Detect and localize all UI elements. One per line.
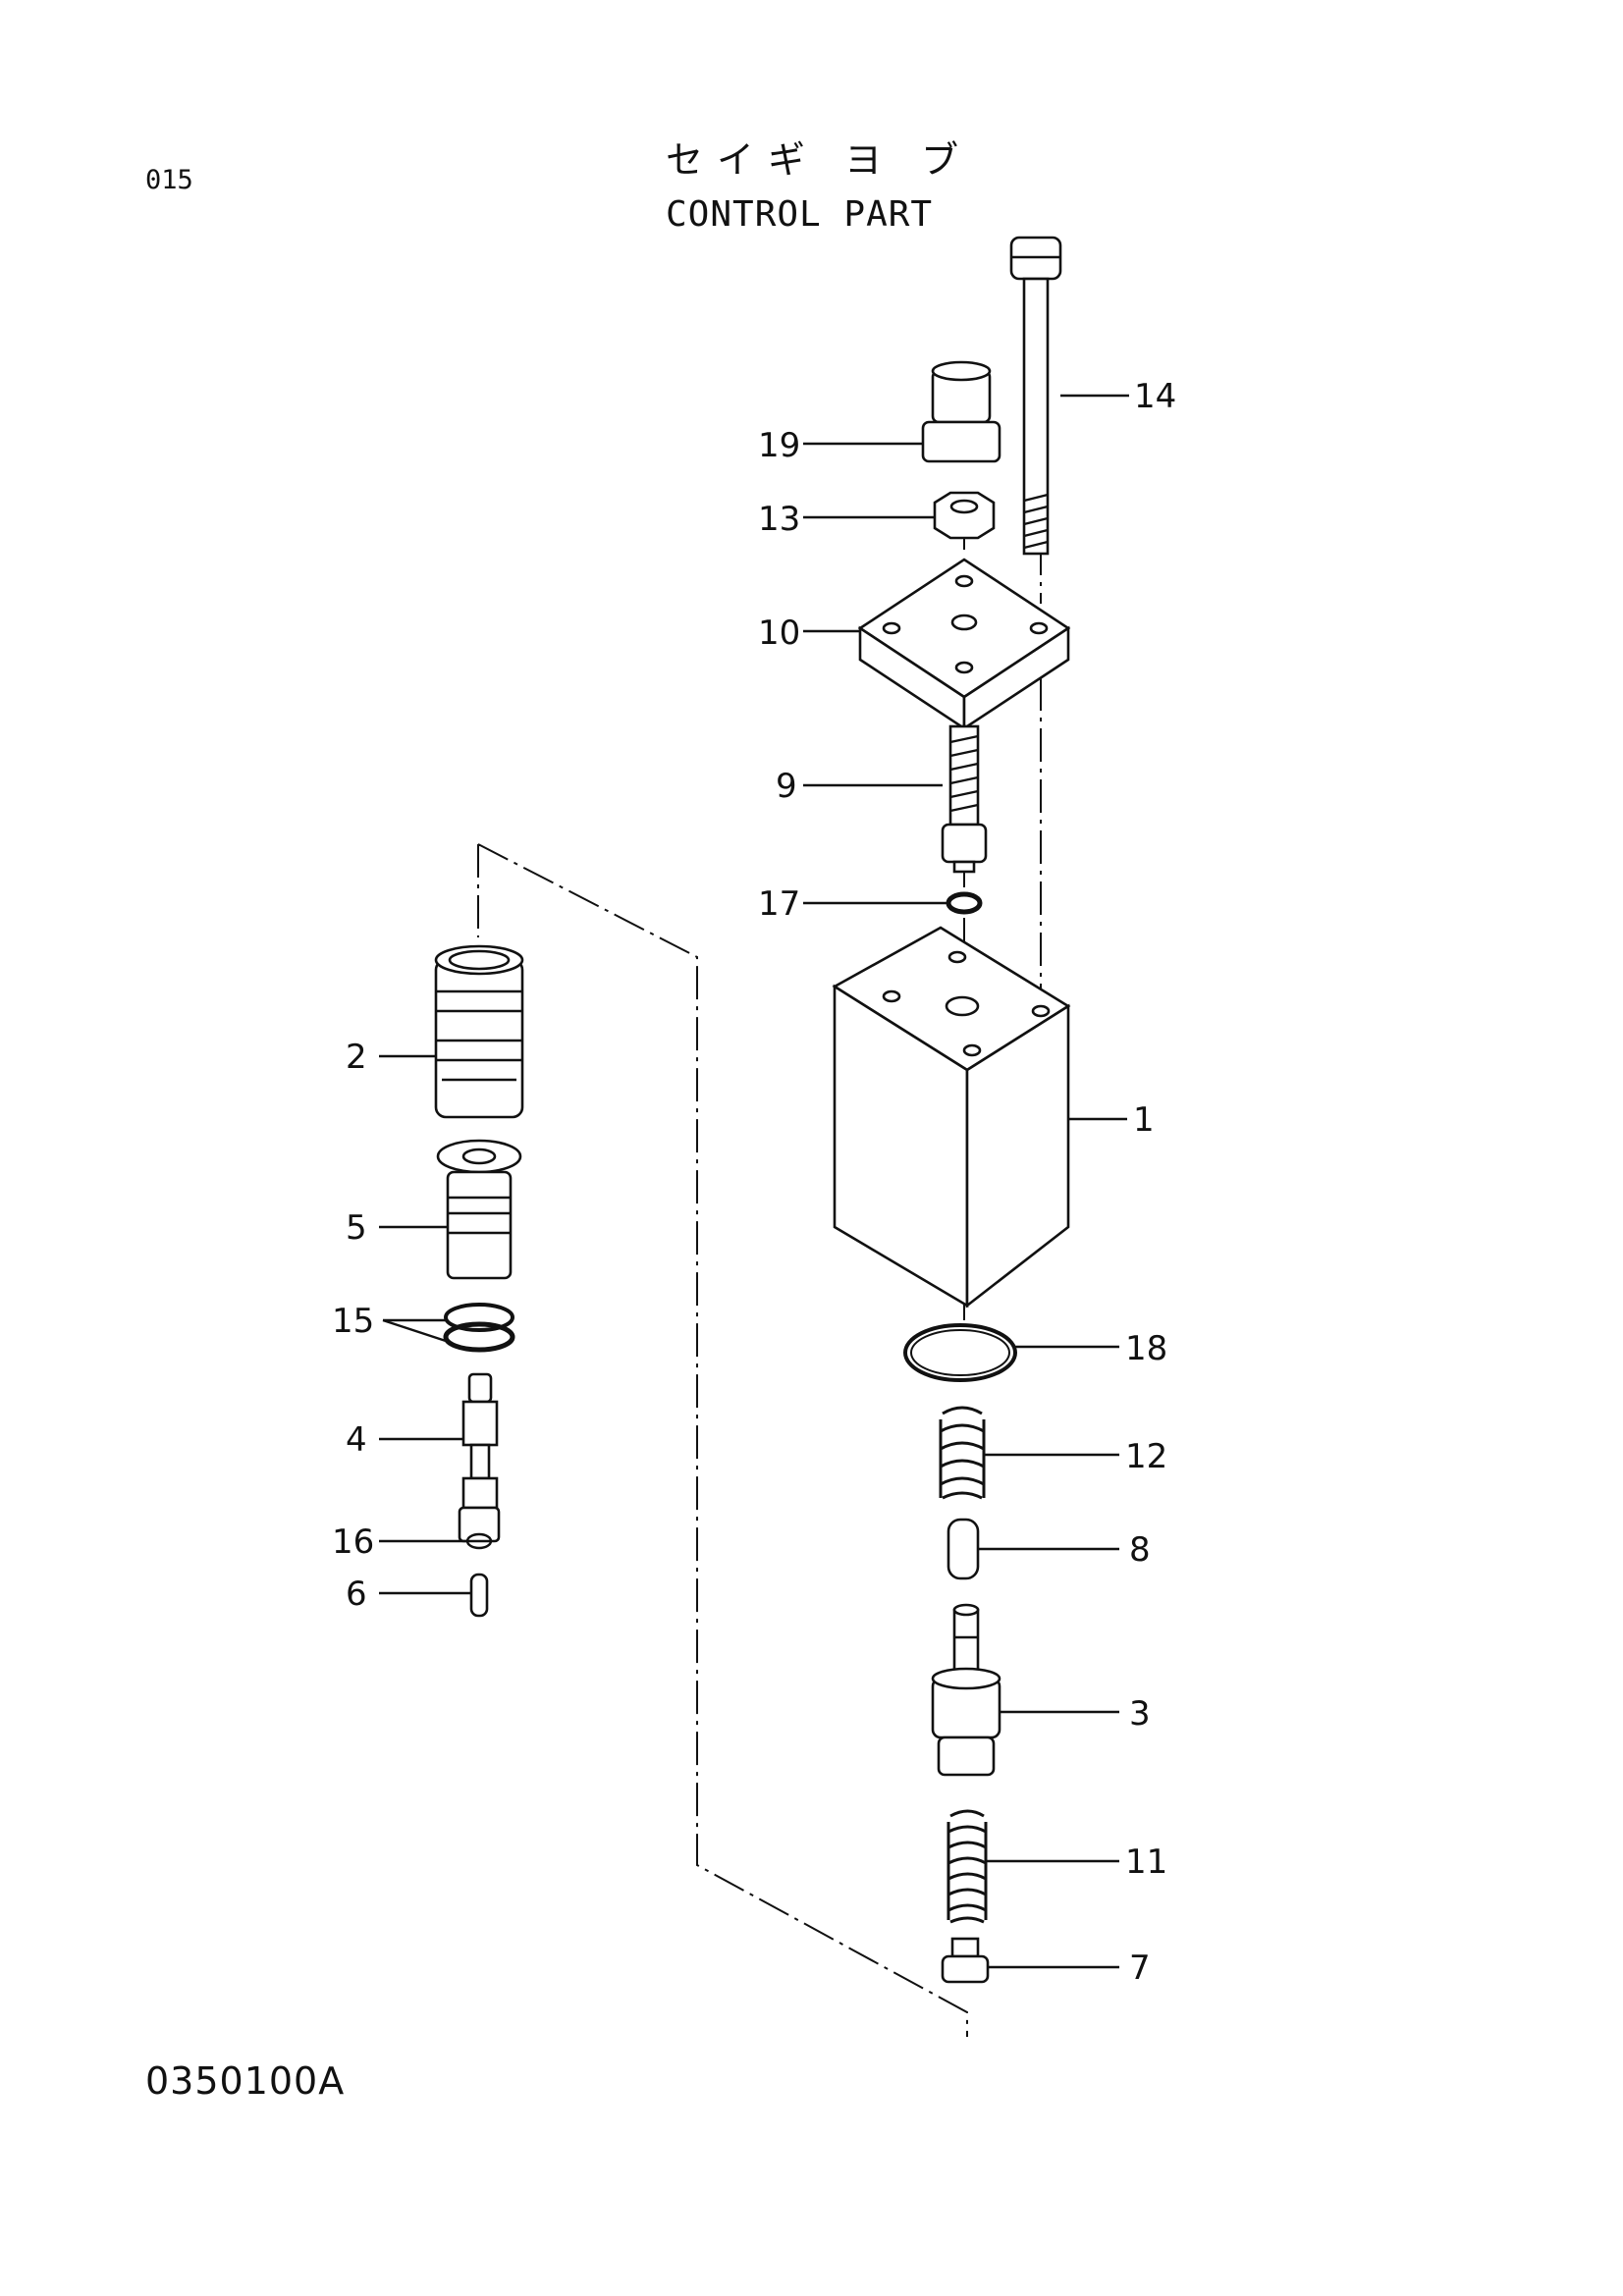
part-1-valve-body: [832, 926, 1071, 1308]
part-7-plug: [941, 1937, 990, 1984]
part-15-rings: [443, 1303, 515, 1353]
callout-8: 8: [1129, 1530, 1151, 1570]
callout-12: 12: [1125, 1437, 1167, 1476]
part-12-spring: [939, 1406, 986, 1500]
drawing-number: 0350100A: [145, 2059, 346, 2103]
part-13-nut: [933, 491, 996, 540]
callout-6: 6: [346, 1575, 367, 1614]
assembly-centerline-path: [477, 843, 968, 2037]
callout-3: 3: [1129, 1694, 1151, 1734]
part-10-plate: [857, 558, 1071, 731]
callout-5: 5: [346, 1208, 367, 1248]
page-number: 015: [145, 165, 193, 195]
part-6-pin: [469, 1573, 489, 1618]
title-japanese: セイギ ヨ ブ: [666, 138, 973, 182]
callout-9: 9: [776, 767, 797, 806]
callout-16: 16: [332, 1522, 374, 1562]
part-11-spring: [947, 1809, 988, 1924]
part-2-sleeve: [434, 944, 524, 1119]
callout-17: 17: [758, 884, 800, 924]
leader-lines: [379, 394, 1129, 1969]
part-18-o-ring: [903, 1323, 1017, 1382]
part-19-cap: [921, 360, 1001, 463]
callout-1: 1: [1133, 1100, 1155, 1140]
part-9-threaded-stud: [941, 724, 988, 874]
callout-19: 19: [758, 426, 800, 465]
part-3-piston: [931, 1603, 1001, 1777]
part-17-o-ring: [946, 891, 983, 915]
callout-10: 10: [758, 614, 800, 653]
title-english: CONTROL PART: [666, 194, 934, 235]
part-4-small-spool: [458, 1372, 501, 1543]
part-5-spool: [436, 1139, 522, 1280]
callout-18: 18: [1125, 1329, 1167, 1368]
part-14-socket-bolt: [1009, 236, 1062, 556]
callout-13: 13: [758, 500, 800, 539]
callout-4: 4: [346, 1420, 367, 1460]
callout-11: 11: [1125, 1842, 1167, 1882]
callout-2: 2: [346, 1038, 367, 1077]
callout-7: 7: [1129, 1949, 1151, 1988]
callout-14: 14: [1134, 377, 1176, 416]
callout-15: 15: [332, 1302, 374, 1341]
part-8-pin: [947, 1518, 980, 1580]
